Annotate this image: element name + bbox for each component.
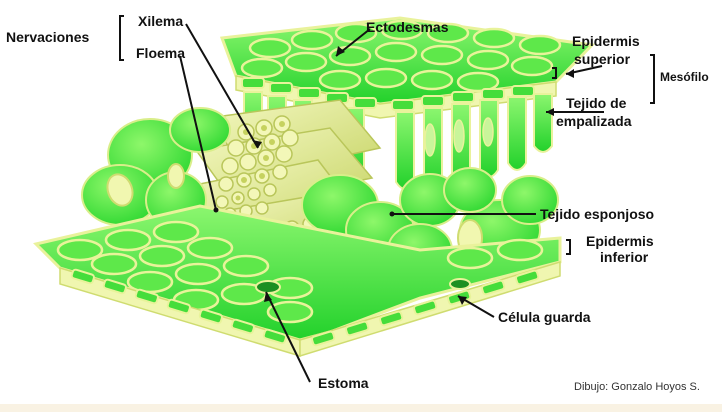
footer-bar xyxy=(0,404,722,412)
label-epidermis-inferior-line2: inferior xyxy=(600,249,649,265)
label-floema: Floema xyxy=(136,45,185,61)
label-xilema: Xilema xyxy=(138,13,183,29)
label-tejido-empalizada-line1: Tejido de xyxy=(566,95,627,111)
label-celula-guarda: Célula guarda xyxy=(498,309,591,325)
label-epidermis-inferior-line1: Epidermis xyxy=(586,233,654,249)
label-tejido-empalizada-line2: empalizada xyxy=(556,113,632,129)
label-epidermis-superior-line1: Epidermis xyxy=(572,33,640,49)
credit-text: Dibujo: Gonzalo Hoyos S. xyxy=(574,381,700,393)
label-estoma: Estoma xyxy=(318,375,369,391)
label-epidermis-superior-line2: superior xyxy=(574,51,631,67)
label-nervaciones: Nervaciones xyxy=(6,29,89,45)
leaf-illustration xyxy=(36,18,592,356)
label-mesofilo: Mesófilo xyxy=(660,70,709,84)
label-ectodesmas: Ectodesmas xyxy=(366,19,449,35)
label-tejido-esponjoso: Tejido esponjoso xyxy=(540,206,654,222)
